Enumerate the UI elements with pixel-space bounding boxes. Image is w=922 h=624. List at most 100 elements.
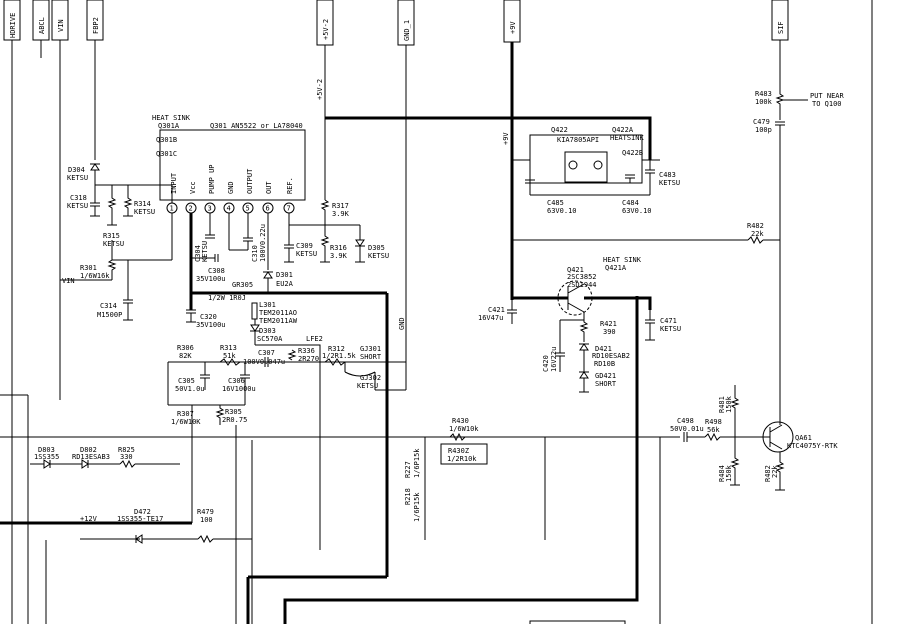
svg-text:D301: D301 bbox=[276, 271, 293, 279]
svg-text:R307: R307 bbox=[177, 410, 194, 418]
svg-text:390: 390 bbox=[603, 328, 616, 336]
svg-text:R421: R421 bbox=[600, 320, 617, 328]
svg-text:1: 1 bbox=[170, 205, 174, 213]
svg-text:C306: C306 bbox=[228, 377, 245, 385]
svg-text:D803: D803 bbox=[38, 446, 55, 454]
svg-text:16V1000u: 16V1000u bbox=[222, 385, 256, 393]
d304-diode: D304 KETSU bbox=[67, 163, 100, 185]
svg-text:D303: D303 bbox=[259, 327, 276, 335]
svg-text:C304: C304 bbox=[194, 245, 202, 262]
svg-text:2: 2 bbox=[189, 205, 193, 213]
svg-text:RD10ESAB2: RD10ESAB2 bbox=[592, 352, 630, 360]
svg-text:+9V: +9V bbox=[509, 21, 517, 34]
r483-resistor: R483 100k PUT NEAR TO Q100 bbox=[755, 90, 845, 120]
gj302-jumper: GJ302 KETSU bbox=[344, 362, 406, 391]
d803-diode: D803 1SS355 bbox=[30, 446, 59, 469]
r482b-resistor: R482 22k bbox=[764, 452, 785, 491]
svg-text:SC570A: SC570A bbox=[257, 335, 283, 343]
signal-vin-label: VIN bbox=[51, 0, 69, 400]
q301-ic: HEAT SINK Q301A Q301B Q301C Q301 AN5522 … bbox=[152, 114, 306, 201]
svg-text:1SS355-TE17: 1SS355-TE17 bbox=[117, 515, 163, 523]
svg-text:7: 7 bbox=[287, 205, 291, 213]
svg-text:R336: R336 bbox=[298, 347, 315, 355]
signal-fbp2-label: FBP2 bbox=[86, 0, 104, 160]
c306-capacitor: C306 16V1000u bbox=[222, 362, 256, 405]
signal-hdrive-label: HDRIVE bbox=[3, 0, 21, 624]
signal-5v2-label: +5V-2 bbox=[316, 0, 334, 118]
svg-text:HEAT SINK: HEAT SINK bbox=[603, 256, 642, 264]
c310-capacitor: C310 100V0.22u bbox=[243, 213, 267, 262]
svg-text:C421: C421 bbox=[488, 306, 505, 314]
r316-resistor: R316 3.9K bbox=[320, 225, 348, 263]
svg-text:C310: C310 bbox=[251, 245, 259, 262]
svg-text:Q422: Q422 bbox=[551, 126, 568, 134]
svg-text:D472: D472 bbox=[134, 508, 151, 516]
r314-resistor: R314 KETSU bbox=[123, 185, 155, 217]
svg-text:R312: R312 bbox=[328, 345, 345, 353]
svg-text:Q301B: Q301B bbox=[156, 136, 177, 144]
r825-resistor: R825 330 bbox=[88, 446, 180, 469]
d305-diode: D305 KETSU bbox=[355, 225, 389, 263]
r306-resistor: R306 82K bbox=[177, 344, 194, 360]
svg-text:22k: 22k bbox=[751, 230, 764, 238]
r227-resistor: R227 1/6P15k bbox=[404, 437, 426, 478]
svg-text:R317: R317 bbox=[332, 202, 349, 210]
svg-text:D802: D802 bbox=[80, 446, 97, 454]
svg-text:16V22u: 16V22u bbox=[550, 347, 558, 372]
svg-text:RD13ESAB3: RD13ESAB3 bbox=[72, 453, 110, 461]
svg-text:1/2R10k: 1/2R10k bbox=[447, 455, 477, 463]
svg-text:150k: 150k bbox=[725, 464, 733, 482]
r430z-resistor: R430Z 1/2R10k bbox=[440, 443, 488, 465]
svg-text:Q422B: Q422B bbox=[622, 149, 643, 157]
svg-text:R315: R315 bbox=[103, 232, 120, 240]
r421-resistor: R421 390 bbox=[579, 312, 617, 342]
svg-text:R316: R316 bbox=[330, 244, 347, 252]
q301-pins: 1 2 3 4 5 6 7 bbox=[166, 202, 295, 214]
svg-text:KETSU: KETSU bbox=[201, 241, 209, 262]
svg-text:16V47u: 16V47u bbox=[478, 314, 503, 322]
r307-resistor: R307 1/6W10K bbox=[171, 410, 201, 426]
svg-text:C479: C479 bbox=[753, 118, 770, 126]
svg-text:KETSU: KETSU bbox=[103, 240, 124, 248]
svg-text:PUT NEAR: PUT NEAR bbox=[810, 92, 845, 100]
c309-capacitor: C309 KETSU bbox=[284, 242, 317, 263]
svg-text:Q421A: Q421A bbox=[605, 264, 627, 272]
q422-supply bbox=[512, 116, 652, 160]
r498-resistor: R498 56k bbox=[704, 418, 765, 442]
gnd-net-label: GND bbox=[398, 317, 406, 330]
svg-text:KTC4075Y-RTK: KTC4075Y-RTK bbox=[787, 442, 838, 450]
svg-text:100V0.047u: 100V0.047u bbox=[243, 358, 285, 366]
c318-capacitor: C318 KETSU bbox=[67, 185, 100, 217]
svg-text:R482: R482 bbox=[764, 465, 772, 482]
svg-text:Q421: Q421 bbox=[567, 266, 584, 274]
c308-capacitor: C308 35V100u bbox=[191, 254, 226, 283]
gr305-label: GR305 bbox=[232, 281, 253, 289]
svg-text:3.9K: 3.9K bbox=[332, 210, 350, 218]
r218-resistor: R218 1/6P15k bbox=[404, 462, 426, 540]
d303-diode: D303 SC570A bbox=[250, 319, 283, 345]
svg-text:R825: R825 bbox=[118, 446, 135, 454]
q422-regulator: Q422 KIA7805API Q422A HEATSINK Q422B bbox=[529, 126, 645, 184]
svg-text:R305: R305 bbox=[225, 408, 242, 416]
svg-text:C420: C420 bbox=[542, 355, 550, 372]
svg-text:GJ302: GJ302 bbox=[360, 374, 381, 382]
c421-capacitor: C421 16V47u bbox=[478, 306, 517, 324]
svg-text:QA61: QA61 bbox=[795, 434, 812, 442]
svg-text:R313: R313 bbox=[220, 344, 237, 352]
r315-resistor: R315 KETSU bbox=[103, 185, 124, 248]
svg-text:100p: 100p bbox=[755, 126, 772, 134]
gd421-jumper: GD421 SHORT bbox=[579, 371, 617, 393]
svg-text:R314: R314 bbox=[134, 200, 151, 208]
lfe2-wire bbox=[255, 344, 321, 362]
svg-text:2R0.75: 2R0.75 bbox=[222, 416, 247, 424]
svg-text:C471: C471 bbox=[660, 317, 677, 325]
svg-text:Q301C: Q301C bbox=[156, 150, 177, 158]
svg-text:+5V-2: +5V-2 bbox=[316, 79, 324, 100]
svg-text:100k: 100k bbox=[755, 98, 773, 106]
c307-capacitor: C307 100V0.047u bbox=[243, 349, 285, 367]
d301-diode: D301 EU2A bbox=[263, 213, 294, 293]
r305-resistor: R305 2R0.75 bbox=[215, 405, 247, 425]
svg-text:C314: C314 bbox=[100, 302, 117, 310]
svg-text:R479: R479 bbox=[197, 508, 214, 516]
signal-9v-label: +9V bbox=[503, 0, 521, 300]
